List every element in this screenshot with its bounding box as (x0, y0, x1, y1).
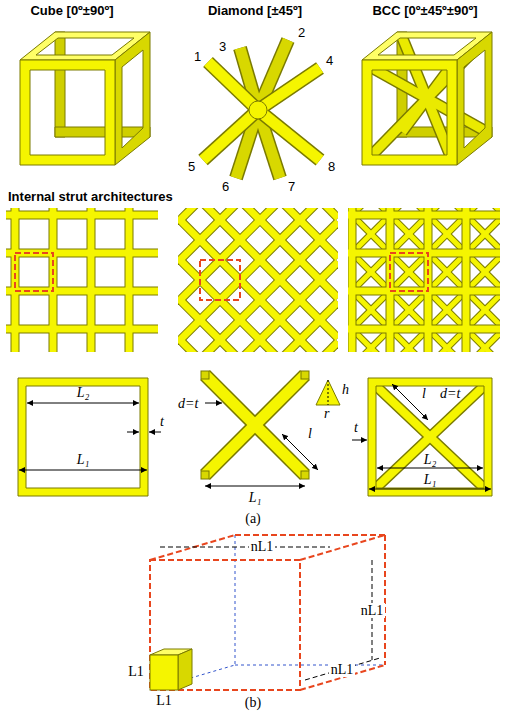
dimension-label: nL1 (249, 539, 276, 554)
dimension-label: nL1 (329, 662, 356, 677)
callout-number: 8 (328, 160, 335, 174)
dimension-label: L₁ (424, 472, 437, 487)
dimension-label: t (160, 414, 164, 429)
cube-cell-detail (18, 378, 161, 496)
lattice-tiling (150, 535, 385, 690)
bcc-strut-grid (348, 208, 500, 352)
callout-number: 5 (188, 160, 195, 174)
dimension-label: nL1 (359, 603, 386, 618)
dimension-label: L₁ (77, 452, 90, 467)
dimension-label: t (354, 420, 358, 435)
unit-cell-highlight (15, 253, 428, 300)
callout-number: 7 (288, 180, 295, 194)
bcc-cell-detail (352, 378, 492, 496)
cube-strut-grid (6, 208, 158, 352)
dimension-label: L1 (128, 664, 144, 679)
diamond-unit-cell (203, 40, 320, 178)
column-heading: BCC [0º±45º±90º] (372, 4, 477, 18)
diamond-strut-grid (178, 208, 338, 352)
diamond-cell-detail (201, 371, 340, 486)
dimension-label: L₂ (77, 385, 90, 400)
panel-label: (a) (245, 511, 261, 526)
callout-number: 6 (222, 180, 229, 194)
dimension-label: r (324, 406, 329, 421)
callout-number: 3 (219, 40, 226, 54)
column-heading: Diamond [±45º] (208, 4, 302, 18)
panel-label: (b) (245, 695, 261, 710)
dimension-label: L₁ (249, 490, 262, 505)
cube-unit-cell (20, 32, 150, 165)
dimension-label: d=t (178, 396, 198, 411)
column-heading: Cube [0º±90º] (30, 4, 113, 18)
row-heading: Internal strut architectures (8, 190, 173, 204)
dimension-label: L₂ (424, 452, 437, 467)
callout-number: 4 (326, 54, 333, 68)
dimension-label: l (422, 386, 426, 401)
callout-number: 2 (298, 26, 305, 40)
dimension-label: d=t (440, 386, 460, 401)
bcc-unit-cell (362, 32, 492, 165)
dimension-label: h (342, 382, 349, 397)
dimension-label: l (308, 426, 312, 441)
dimension-label: L1 (156, 693, 172, 708)
callout-number: 1 (194, 50, 201, 64)
